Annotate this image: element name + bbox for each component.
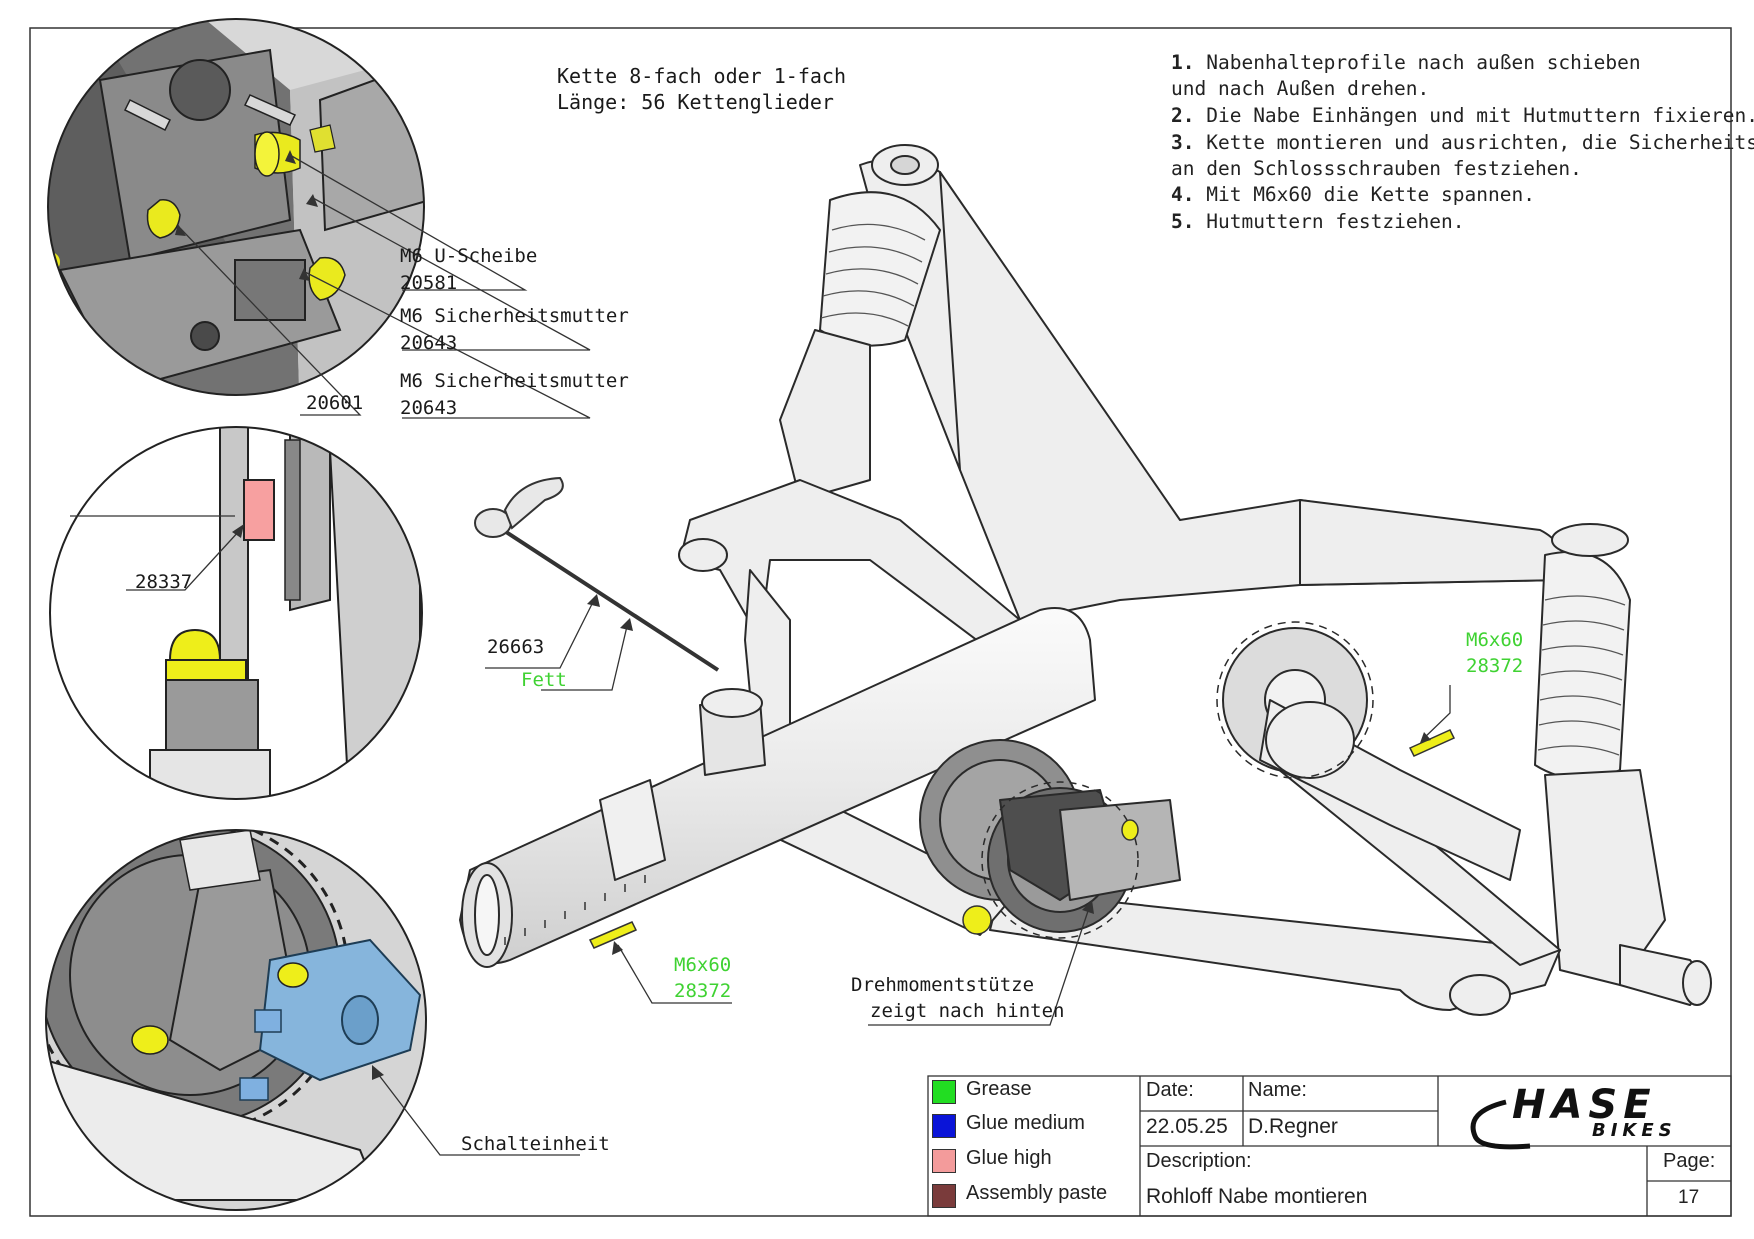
logo-main-text: HASE xyxy=(1512,1082,1657,1128)
instruction-1: 1. Nabenhalteprofile nach außen schieben xyxy=(1171,51,1641,74)
label-drehmoment-line2: zeigt nach hinten xyxy=(870,1000,1065,1022)
label-drehmoment-line1: Drehmomentstütze xyxy=(851,974,1035,996)
description-label: Description: xyxy=(1146,1150,1252,1172)
label-sicherheitsmutter-a: M6 Sicherheitsmutter xyxy=(400,305,629,327)
instruction-4: 4. Mit M6x60 die Kette spannen. xyxy=(1171,183,1535,206)
instruction-3-cont: an den Schlossschrauben festziehen. xyxy=(1171,157,1582,180)
tube-scale xyxy=(504,875,646,945)
label-28337: 28337 xyxy=(135,571,193,593)
label-schalteinheit: Schalteinheit xyxy=(461,1133,610,1155)
detail-bottom-leader xyxy=(374,1069,580,1156)
legend-swatch xyxy=(932,1149,956,1173)
sheet-border xyxy=(29,27,1732,1217)
instruction-3: 3. Kette montieren und ausrichten, die S… xyxy=(1171,131,1754,154)
detail-middle-arrow xyxy=(232,524,244,538)
name-value: D.Regner xyxy=(1248,1115,1338,1138)
label-sicherheitsmutter-a-part: 20643 xyxy=(400,332,458,354)
legend-swatch xyxy=(932,1080,956,1104)
chain-note-line1: Kette 8-fach oder 1-fach xyxy=(557,64,846,88)
detail-middle-leaders xyxy=(70,515,241,591)
legend-swatch xyxy=(932,1114,956,1138)
instruction-1-cont: und nach Außen drehen. xyxy=(1171,77,1430,100)
label-m6x60-left-part: 28372 xyxy=(674,980,732,1002)
detail-circle-top xyxy=(48,19,424,395)
label-m6x60-right: M6x60 xyxy=(1466,629,1524,651)
description-value: Rohloff Nabe montieren xyxy=(1146,1185,1368,1208)
instruction-5: 5. Hutmuttern festziehen. xyxy=(1171,210,1465,233)
title-block-grid xyxy=(927,1075,1732,1217)
page-label: Page: xyxy=(1663,1150,1716,1172)
legend-swatch xyxy=(932,1184,956,1208)
label-26663: 26663 xyxy=(487,636,545,658)
logo-swoosh xyxy=(1470,1099,1531,1150)
sprocket-teeth xyxy=(981,621,1374,939)
main-hardware xyxy=(962,819,1139,935)
date-value: 22.05.25 xyxy=(1146,1115,1228,1138)
quick-release-axle xyxy=(474,476,720,672)
trike-frame xyxy=(459,144,1712,1016)
detail-circle-middle xyxy=(50,427,422,799)
label-sicherheitsmutter-b: M6 Sicherheitsmutter xyxy=(400,370,629,392)
page-value: 17 xyxy=(1678,1187,1700,1208)
label-u-scheibe-part: 20581 xyxy=(400,272,458,294)
date-label: Date: xyxy=(1146,1079,1194,1101)
label-sicherheitsmutter-b-part: 20643 xyxy=(400,397,458,419)
label-m6x60-left: M6x60 xyxy=(674,954,732,976)
leader-lines xyxy=(485,597,1451,1026)
hase-bikes-logo: HASE BIKES xyxy=(1490,1082,1710,1142)
label-20601: 20601 xyxy=(306,392,364,414)
logo-sub-text: BIKES xyxy=(1592,1120,1677,1141)
detail-bottom-arrow xyxy=(372,1065,384,1080)
m6x60-bolts xyxy=(588,729,1456,949)
label-m6x60-right-part: 28372 xyxy=(1466,655,1524,677)
label-u-scheibe: M6 U-Scheibe xyxy=(400,245,538,267)
detail-top-arrows xyxy=(175,150,318,281)
leader-arrows xyxy=(587,594,1431,955)
detail-circle-bottom xyxy=(46,830,426,1210)
label-fett: Fett xyxy=(521,669,567,691)
name-label: Name: xyxy=(1248,1079,1307,1101)
chain-note-line2: Länge: 56 Kettenglieder xyxy=(557,90,834,114)
instruction-2: 2. Die Nabe Einhängen und mit Hutmuttern… xyxy=(1171,104,1754,127)
detail-top-leaders xyxy=(179,154,591,419)
